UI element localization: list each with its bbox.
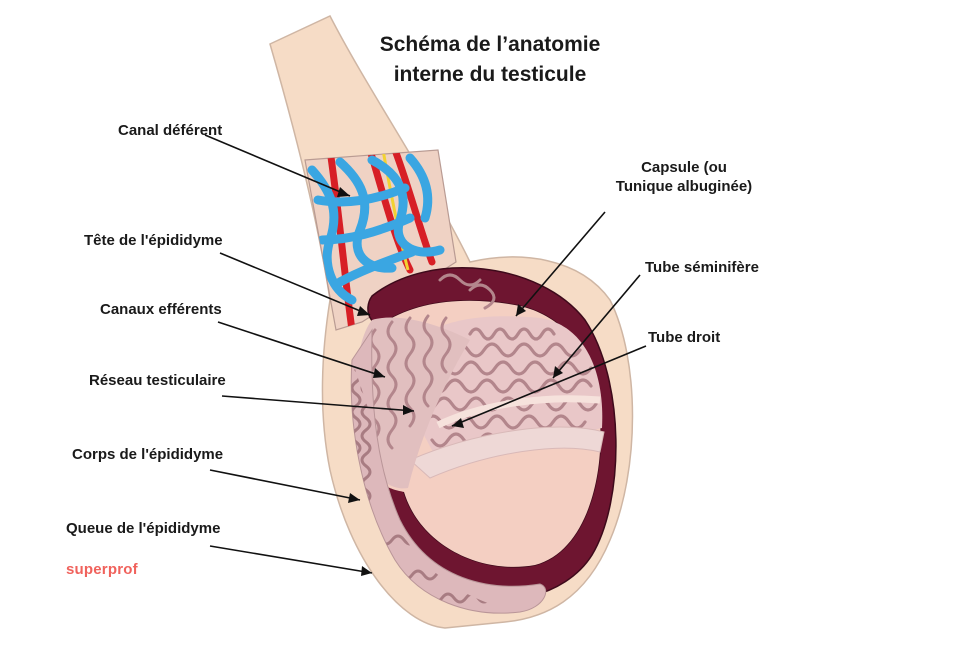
label-reseau-testiculaire: Réseau testiculaire — [89, 372, 226, 389]
label-canal-deferent: Canal déférent — [118, 122, 223, 139]
pampiniform-veins — [307, 153, 445, 305]
label-queue-epididyme: Queue de l'épididyme — [66, 520, 221, 537]
diagram-title: Schéma de l’anatomie interne du testicul… — [340, 30, 640, 90]
septum — [436, 395, 601, 429]
leader-arrowheads — [337, 187, 563, 576]
label-corps-epididyme: Corps de l'épididyme — [72, 446, 224, 463]
lower-lobule — [409, 426, 605, 479]
label-tete-epididyme: Tête de l'épididyme — [84, 232, 223, 249]
brand-logo[interactable]: superprof — [66, 561, 138, 578]
label-tube-seminifere: Tube séminifère — [645, 259, 759, 276]
title-line-1: Schéma de l’anatomie — [379, 33, 601, 56]
title-line-2: interne du testicule — [393, 63, 587, 86]
label-capsule-line-1: Capsule (ou — [641, 159, 727, 176]
label-canaux-efferents: Canaux efférents — [100, 301, 222, 318]
label-capsule-line-2: Tunique albuginée) — [615, 178, 753, 195]
epididymis — [350, 328, 547, 614]
label-tube-droit: Tube droit — [648, 329, 721, 346]
label-capsule: Capsule (ou Tunique albuginée) — [604, 158, 764, 196]
leader-lines — [204, 134, 647, 574]
